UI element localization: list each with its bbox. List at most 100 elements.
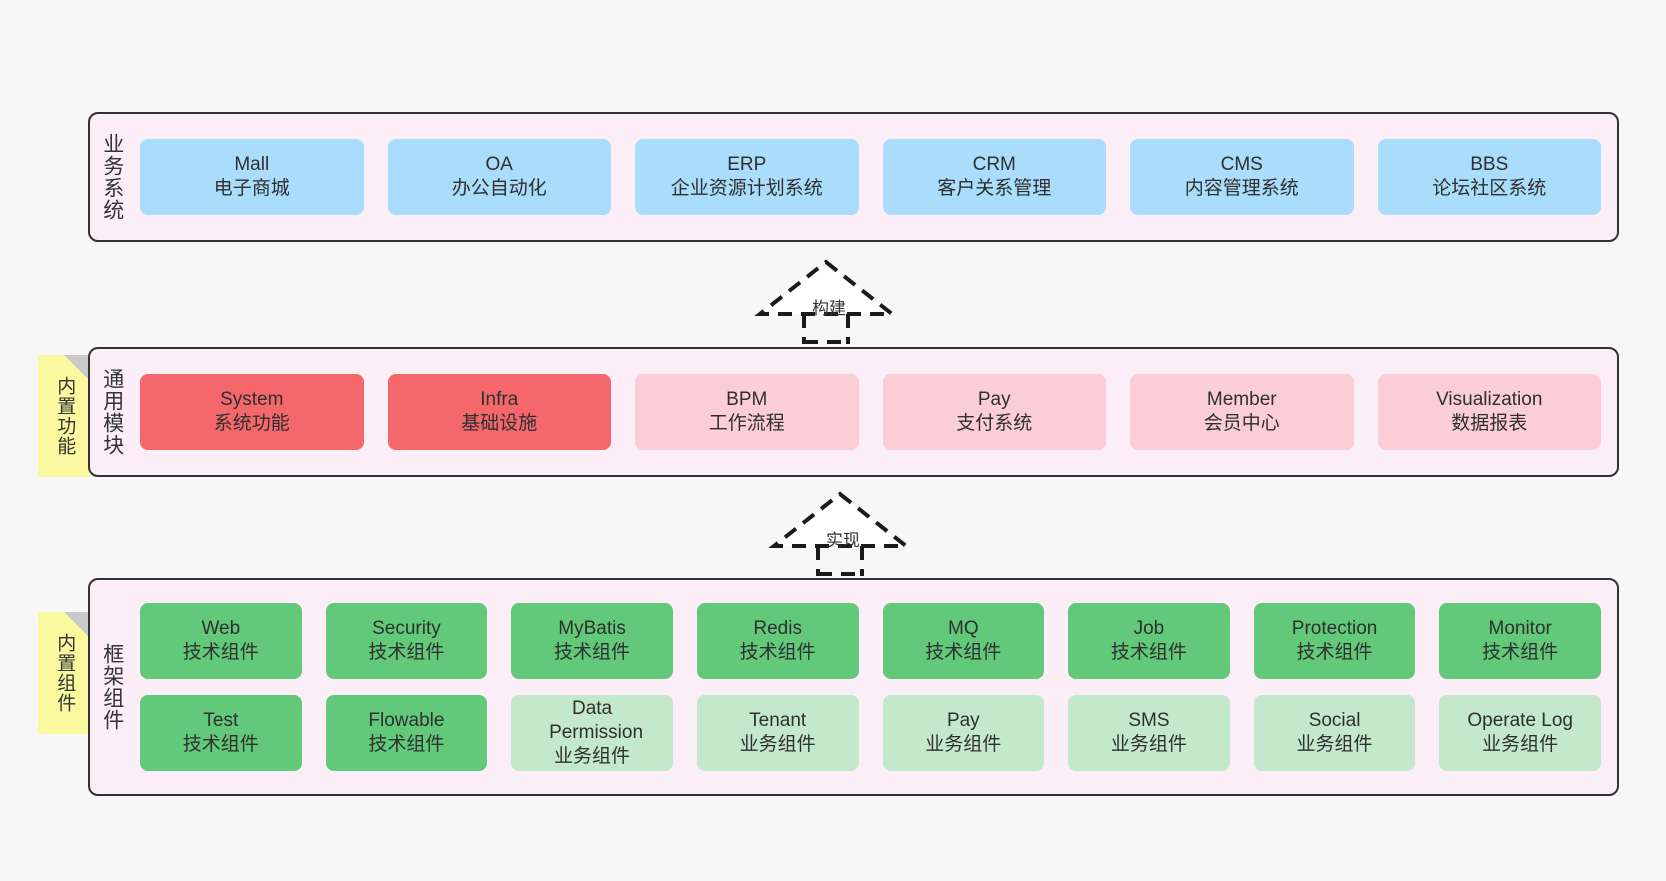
card-title-cn: 技术组件: [182, 734, 259, 755]
realize-arrow-icon: [768, 491, 912, 576]
card-protection[interactable]: Protection 技术组件: [1253, 603, 1416, 679]
card-oa[interactable]: OA 办公自动化: [387, 139, 611, 215]
connector-realize-label: 实现: [826, 531, 860, 550]
card-title-cn: 会员中心: [1203, 413, 1280, 434]
card-title-en: Visualization: [1436, 388, 1543, 410]
card-title-en: Mall: [234, 153, 270, 175]
card-security[interactable]: Security 技术组件: [325, 603, 488, 679]
sticky-fold-corner: [64, 355, 90, 381]
card-title-en: CMS: [1220, 153, 1263, 175]
card-title-cn: 工作流程: [708, 413, 785, 434]
layer-body-framework: Web 技术组件 Security 技术组件 MyBatis 技术组件 Redi…: [134, 580, 1617, 794]
card-title-en: Social: [1308, 709, 1361, 731]
card-title-en: MyBatis: [558, 617, 626, 639]
card-title-cn: 企业资源计划系统: [670, 178, 823, 199]
card-title-cn: 技术组件: [1296, 642, 1373, 663]
card-title-en: ERP: [727, 153, 767, 175]
card-row: Test 技术组件 Flowable 技术组件 Data Permission …: [140, 695, 1601, 771]
card-monitor[interactable]: Monitor 技术组件: [1439, 603, 1601, 679]
card-sms[interactable]: SMS 业务组件: [1068, 695, 1230, 771]
layer-body-business: Mall 电子商城 OA 办公自动化 ERP 企业资源计划系统 CRM 客户关系…: [134, 114, 1617, 240]
card-row: Mall 电子商城 OA 办公自动化 ERP 企业资源计划系统 CRM 客户关系…: [140, 139, 1601, 215]
connector-realize: 实现: [768, 490, 912, 576]
card-title-en: Job: [1133, 617, 1165, 639]
card-title-cn: 业务组件: [554, 746, 631, 768]
card-bbs[interactable]: BBS 论坛社区系统: [1377, 139, 1601, 215]
card-title-cn: 技术组件: [1110, 642, 1187, 663]
sticky-fold-corner: [64, 612, 90, 638]
card-title-en: Test: [203, 709, 239, 731]
card-bpm[interactable]: BPM 工作流程: [635, 374, 859, 450]
card-tenant[interactable]: Tenant 业务组件: [696, 695, 859, 771]
card-pay[interactable]: Pay 支付系统: [882, 374, 1106, 450]
layer-body-common: System 系统功能 Infra 基础设施 BPM 工作流程 Pay 支付系统…: [134, 349, 1617, 475]
card-title-cn: 业务组件: [925, 734, 1002, 755]
card-title-en: CRM: [972, 153, 1016, 175]
card-crm[interactable]: CRM 客户关系管理: [882, 139, 1106, 215]
layer-title-common: 通用模块: [100, 368, 124, 456]
layer-business-system: 业务系统 Mall 电子商城 OA 办公自动化 ERP 企业资源计划系统 CRM…: [88, 112, 1619, 242]
card-title-en: Redis: [753, 617, 802, 639]
sticky-note-label: 内置组件: [54, 633, 76, 713]
card-title-cn: 客户关系管理: [937, 178, 1052, 199]
card-erp[interactable]: ERP 企业资源计划系统: [635, 139, 859, 215]
card-title-cn: 技术组件: [182, 642, 259, 663]
card-social[interactable]: Social 业务组件: [1253, 695, 1416, 771]
card-member[interactable]: Member 会员中心: [1130, 374, 1354, 450]
card-web[interactable]: Web 技术组件: [140, 603, 302, 679]
layer-framework-component: 框架组件 Web 技术组件 Security 技术组件 MyBatis 技术组件…: [88, 578, 1619, 796]
layer-common-module: 通用模块 System 系统功能 Infra 基础设施 BPM 工作流程 Pay…: [88, 347, 1619, 477]
sticky-note-builtin-components: 内置组件: [38, 612, 90, 734]
card-row: System 系统功能 Infra 基础设施 BPM 工作流程 Pay 支付系统…: [140, 374, 1601, 450]
card-cms[interactable]: CMS 内容管理系统: [1130, 139, 1354, 215]
card-job[interactable]: Job 技术组件: [1068, 603, 1230, 679]
card-title-en: Tenant: [749, 709, 807, 731]
build-arrow-icon: [754, 259, 898, 344]
card-title-en: BBS: [1470, 153, 1509, 175]
card-title-en: Protection: [1291, 617, 1378, 639]
connector-build-label: 构建: [812, 299, 846, 318]
layer-title-framework: 框架组件: [100, 643, 124, 731]
card-title-cn: 电子商城: [213, 178, 290, 199]
card-flowable[interactable]: Flowable 技术组件: [325, 695, 488, 771]
card-title-en: MQ: [948, 617, 979, 639]
card-title-cn: 技术组件: [925, 642, 1002, 663]
card-title-cn: 支付系统: [956, 413, 1033, 434]
card-title-en: OA: [485, 153, 513, 175]
card-mall[interactable]: Mall 电子商城: [140, 139, 364, 215]
card-title-cn: 业务组件: [1296, 734, 1373, 755]
card-title-en: Pay: [977, 388, 1011, 410]
card-title-en: Pay: [946, 709, 980, 731]
card-title-cn: 技术组件: [739, 642, 816, 663]
card-title-cn: 论坛社区系统: [1432, 178, 1547, 199]
card-pay-business[interactable]: Pay 业务组件: [882, 695, 1045, 771]
card-operate-log[interactable]: Operate Log 业务组件: [1439, 695, 1601, 771]
card-title-cn: 业务组件: [739, 734, 816, 755]
card-data-permission[interactable]: Data Permission 业务组件: [511, 695, 673, 771]
card-infra[interactable]: Infra 基础设施: [387, 374, 611, 450]
card-title-cn: 内容管理系统: [1184, 178, 1299, 199]
card-title-cn: 业务组件: [1110, 734, 1187, 755]
card-title-en: Flowable: [368, 709, 445, 731]
card-title-cn: 办公自动化: [451, 178, 547, 199]
card-title-en: Monitor: [1488, 617, 1552, 639]
sticky-note-builtin-features: 内置功能: [38, 355, 90, 477]
card-mybatis[interactable]: MyBatis 技术组件: [511, 603, 673, 679]
card-system[interactable]: System 系统功能: [140, 374, 364, 450]
card-mq[interactable]: MQ 技术组件: [882, 603, 1045, 679]
card-title-cn: 业务组件: [1482, 734, 1559, 755]
card-title-en: Infra: [480, 388, 519, 410]
layer-title-business: 业务系统: [100, 133, 124, 221]
card-title-en: BPM: [726, 388, 768, 410]
card-redis[interactable]: Redis 技术组件: [696, 603, 859, 679]
card-title-cn: 基础设施: [461, 413, 538, 434]
card-title-en: Security: [372, 617, 441, 639]
card-title-cn: 系统功能: [213, 413, 290, 434]
card-title-en: SMS: [1128, 709, 1170, 731]
card-title-cn: 技术组件: [1482, 642, 1559, 663]
card-title-en: Web: [201, 617, 241, 639]
card-title-en: Data Permission: [549, 697, 644, 743]
card-title-en: Member: [1206, 388, 1277, 410]
card-test[interactable]: Test 技术组件: [140, 695, 302, 771]
card-visualization[interactable]: Visualization 数据报表: [1377, 374, 1601, 450]
